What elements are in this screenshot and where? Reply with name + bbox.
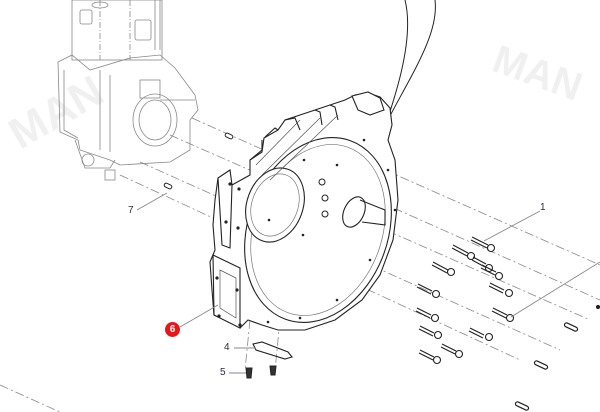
studs: [514, 304, 600, 411]
bolt: [418, 325, 443, 340]
callout-7[interactable]: 7: [128, 205, 134, 216]
bolt: [451, 244, 476, 261]
callout-5[interactable]: 5: [220, 367, 226, 378]
bolt: [431, 261, 456, 277]
bolt: [480, 264, 504, 281]
bolt: [415, 307, 440, 323]
bolt: [416, 283, 441, 299]
callout-6-highlighted[interactable]: 6: [165, 322, 180, 337]
bolts: [415, 236, 515, 365]
bolt: [488, 282, 514, 298]
bolt: [470, 236, 496, 253]
callout-1[interactable]: 1: [540, 202, 546, 213]
leader-lines: [136, 192, 600, 374]
engine-block: [57, 0, 199, 181]
bolt: [418, 349, 442, 365]
dowel-pins: [163, 132, 234, 190]
screws: [245, 365, 277, 379]
flywheel-housing: [209, 91, 399, 331]
bolt: [491, 307, 515, 323]
svg-text:MAN: MAN: [487, 37, 588, 110]
bolt: [468, 327, 494, 342]
gasket: [252, 341, 293, 360]
bolt: [440, 343, 464, 359]
callout-4[interactable]: 4: [224, 342, 230, 353]
svg-text:MAN: MAN: [1, 66, 112, 159]
